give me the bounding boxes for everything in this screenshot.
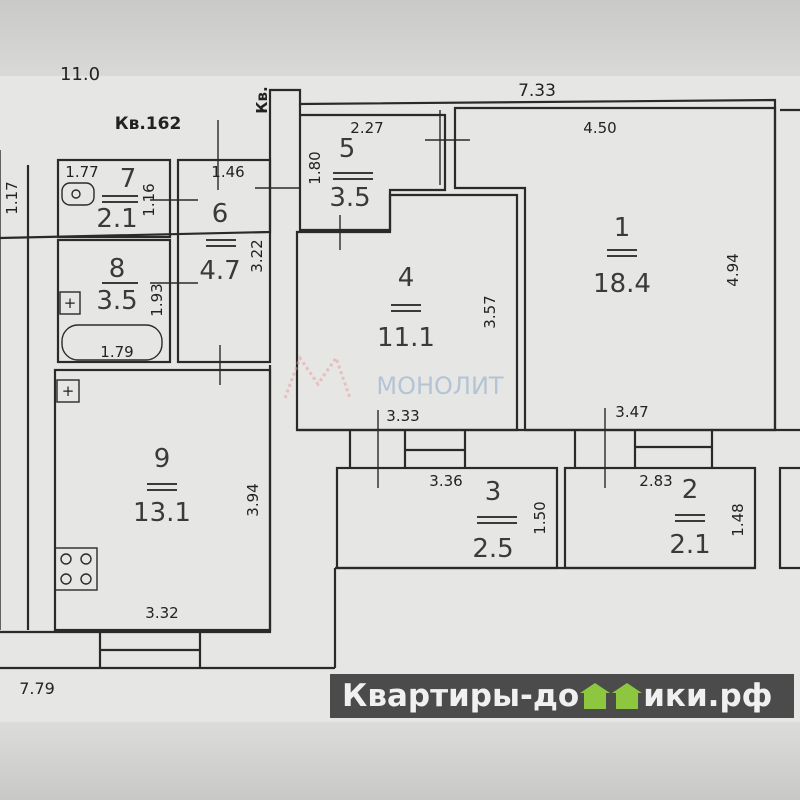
kitchen-window — [98, 632, 202, 668]
house-icon — [612, 683, 643, 709]
svg-text:3: 3 — [485, 477, 502, 507]
dimension-ticks — [150, 110, 606, 488]
left-edge-dim: 1.17 — [3, 181, 21, 214]
svg-text:11.1: 11.1 — [377, 323, 435, 353]
banner-text-start: Квартиры-до — [342, 678, 580, 714]
svg-text:1.48: 1.48 — [729, 503, 747, 536]
overall-dim-bottom: 7.79 — [19, 679, 55, 698]
blurred-bottom-edge — [0, 722, 800, 800]
svg-text:2.1: 2.1 — [669, 530, 710, 560]
svg-text:6: 6 — [212, 199, 229, 229]
toilet-icon — [61, 182, 95, 206]
stove-icon — [54, 547, 98, 591]
watermark-text: МОНОЛИТ — [376, 372, 504, 400]
room-6-label: 6 4.7 1.46 3.22 — [199, 163, 266, 286]
room-7-label: 7 2.1 1.77 1.16 — [65, 163, 158, 234]
svg-text:1.16: 1.16 — [140, 183, 158, 216]
svg-text:3.32: 3.32 — [145, 604, 178, 622]
svg-text:3.33: 3.33 — [386, 407, 419, 425]
svg-text:4: 4 — [398, 263, 415, 293]
room-9-label: 9 13.1 3.94 3.32 — [133, 444, 262, 622]
svg-text:4.50: 4.50 — [583, 119, 616, 137]
svg-text:1.93: 1.93 — [148, 283, 166, 316]
bathtub-icon — [61, 324, 163, 361]
room-8-label: 8 3.5 1.93 1.79 — [96, 254, 166, 361]
svg-text:1.50: 1.50 — [531, 501, 549, 534]
svg-text:3.47: 3.47 — [615, 403, 648, 421]
room-4-label: 4 11.1 3.57 3.33 — [377, 263, 499, 425]
svg-text:2.83: 2.83 — [639, 472, 672, 490]
room-5-outline — [300, 113, 447, 232]
paper — [0, 76, 800, 722]
svg-text:3.57: 3.57 — [481, 295, 499, 328]
svg-text:1: 1 — [614, 213, 631, 243]
sink-icon — [59, 291, 81, 315]
toilet-bowl-icon — [71, 189, 81, 199]
svg-text:9: 9 — [154, 444, 171, 474]
svg-text:1.80: 1.80 — [306, 151, 324, 184]
svg-text:3.36: 3.36 — [429, 472, 462, 490]
room-7-outline — [56, 158, 172, 239]
site-banner: Квартиры-до ики.рф — [330, 674, 794, 718]
room-3-outline — [335, 466, 559, 570]
svg-text:2.27: 2.27 — [350, 119, 383, 137]
sink-plus-icon: + — [62, 382, 75, 400]
room-3-label: 3 2.5 3.36 1.50 — [429, 472, 549, 564]
top-area-fragment: 11.0 — [60, 64, 100, 85]
apartment-label-162: Кв.162 — [115, 114, 182, 134]
room-1-label: 1 18.4 4.50 4.94 3.47 — [583, 119, 742, 421]
svg-text:2.5: 2.5 — [472, 534, 513, 564]
svg-text:3.22: 3.22 — [248, 239, 266, 272]
room-2-outline — [563, 466, 757, 570]
svg-text:1.46: 1.46 — [211, 163, 244, 181]
balcony-doors — [297, 428, 800, 468]
room-8-outline — [56, 238, 172, 364]
watermark-logo-icon — [283, 354, 352, 399]
svg-text:13.1: 13.1 — [133, 498, 191, 528]
sink-icon — [56, 379, 80, 403]
svg-text:3.5: 3.5 — [329, 183, 370, 213]
svg-text:4.7: 4.7 — [199, 256, 240, 286]
house-icon — [580, 683, 611, 709]
room-6-outline — [176, 158, 272, 364]
svg-text:8: 8 — [109, 254, 126, 284]
sink-plus-icon: + — [64, 294, 77, 312]
blurred-top-edge — [0, 0, 800, 76]
svg-text:1.79: 1.79 — [100, 343, 133, 361]
svg-text:3.94: 3.94 — [244, 483, 262, 516]
room-9-outline — [53, 368, 272, 632]
room-2-label: 2 2.1 2.83 1.48 — [639, 472, 747, 560]
overall-dim-top: 7.33 — [518, 81, 556, 101]
svg-text:18.4: 18.4 — [593, 269, 651, 299]
svg-text:3.5: 3.5 — [96, 286, 137, 316]
svg-text:7: 7 — [120, 164, 137, 194]
apartment-label-top: Кв. — [253, 86, 271, 113]
neighbor-balcony — [778, 466, 800, 570]
room-5-label: 5 3.5 2.27 1.80 — [306, 119, 384, 213]
svg-text:4.94: 4.94 — [724, 253, 742, 286]
banner-text-end: ики.рф — [643, 678, 773, 714]
svg-text:2.1: 2.1 — [96, 204, 137, 234]
svg-text:2: 2 — [682, 475, 699, 505]
svg-text:5: 5 — [339, 134, 356, 164]
svg-text:1.77: 1.77 — [65, 163, 98, 181]
